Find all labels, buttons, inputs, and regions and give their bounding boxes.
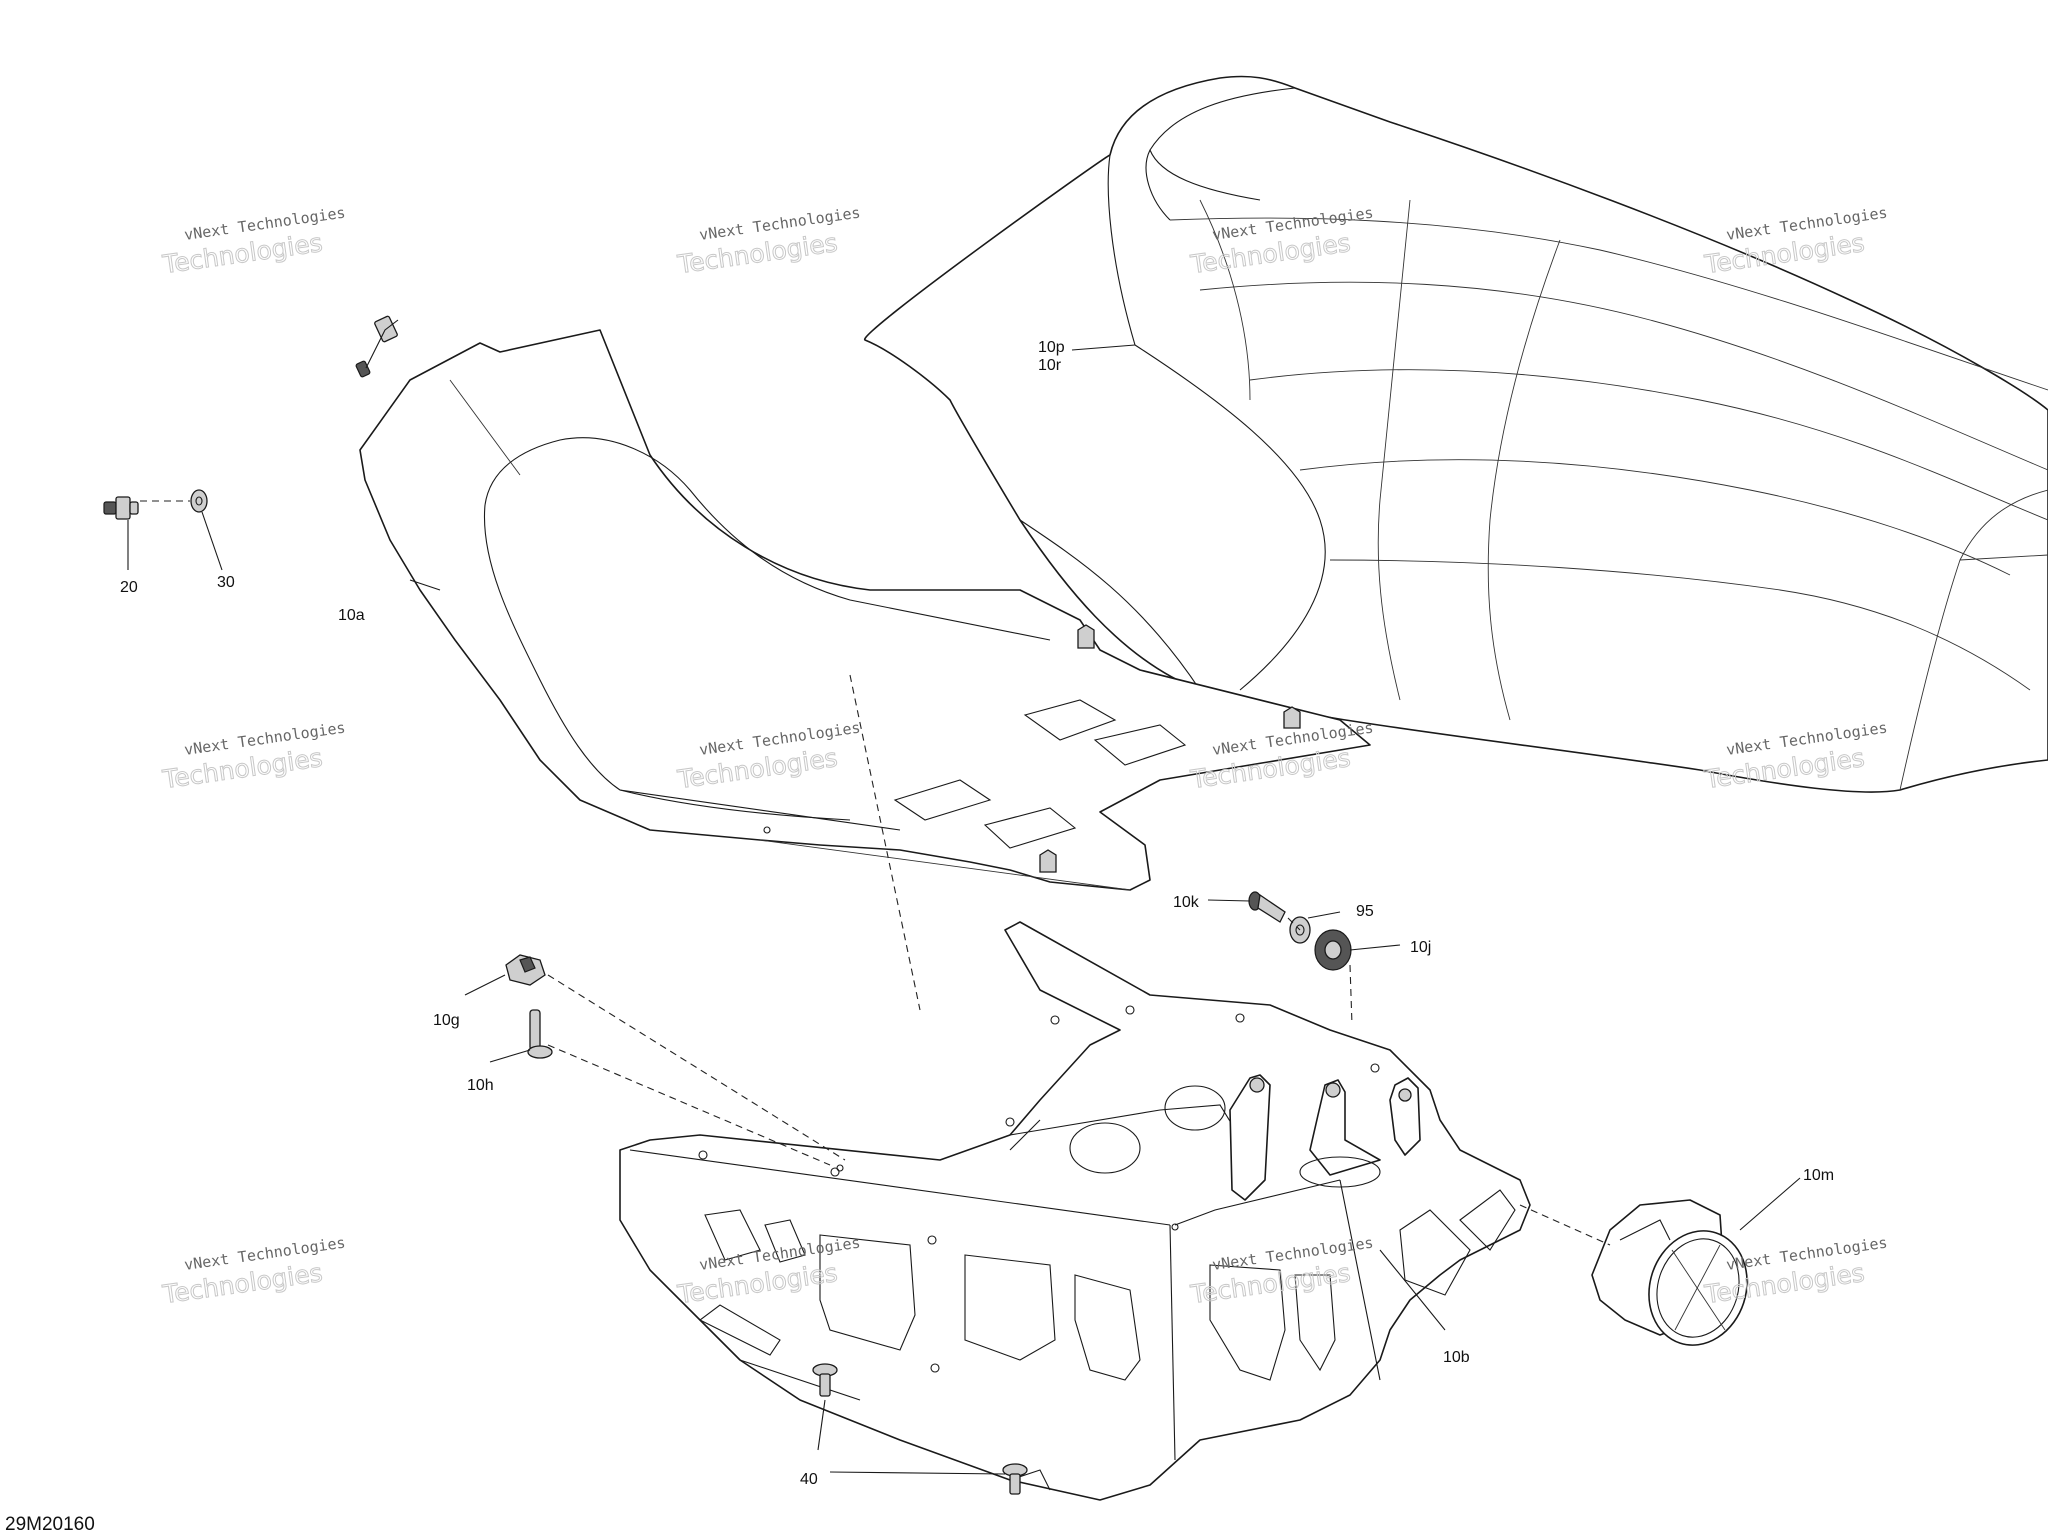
callout-10p: 10p bbox=[1038, 339, 1065, 356]
callout-10a: 10a bbox=[338, 607, 365, 624]
pin-10h bbox=[527, 1009, 553, 1059]
grommet-10j bbox=[1314, 929, 1352, 971]
watermark: vNext Technologies Technologies bbox=[160, 204, 347, 280]
callout-labels: 20 30 10a 10p 10r 10k 95 10j 10g 10h 10m… bbox=[120, 339, 1834, 1488]
cap-round bbox=[1591, 1199, 1748, 1346]
seat-cushion bbox=[864, 75, 2048, 793]
watermark: vNext Technologies Technologies bbox=[675, 204, 862, 280]
clip-10g bbox=[505, 954, 546, 986]
callout-10b: 10b bbox=[1443, 1349, 1470, 1366]
seat-bracket-frame bbox=[619, 921, 1531, 1501]
watermark: vNext Technologies Technologies bbox=[160, 1234, 347, 1310]
retainer-top bbox=[355, 315, 399, 378]
seat-base-pan bbox=[359, 329, 1371, 891]
watermark: vNext Technologies Technologies bbox=[160, 719, 347, 795]
rivet-40-bottom bbox=[1002, 1463, 1028, 1495]
callout-30: 30 bbox=[217, 574, 235, 591]
callout-20: 20 bbox=[120, 579, 138, 596]
callout-10k: 10k bbox=[1173, 894, 1200, 911]
assembly-lines bbox=[140, 500, 1611, 1246]
callout-10g: 10g bbox=[433, 1012, 460, 1029]
screw-10k bbox=[1248, 891, 1286, 923]
retainer-20 bbox=[103, 496, 139, 520]
rivet-40-left bbox=[812, 1363, 838, 1397]
diagram-reference-code: 29M20160 bbox=[5, 1514, 95, 1535]
leader-lines bbox=[127, 344, 1801, 1475]
callout-40: 40 bbox=[800, 1471, 818, 1488]
callout-10m: 10m bbox=[1803, 1167, 1834, 1184]
callout-10j: 10j bbox=[1410, 939, 1431, 956]
callout-95: 95 bbox=[1356, 903, 1374, 920]
washer-30 bbox=[190, 489, 208, 513]
callout-10r: 10r bbox=[1038, 357, 1062, 374]
watermark: vNext Technologies Technologies bbox=[1702, 204, 1889, 280]
callout-10h: 10h bbox=[467, 1077, 494, 1094]
